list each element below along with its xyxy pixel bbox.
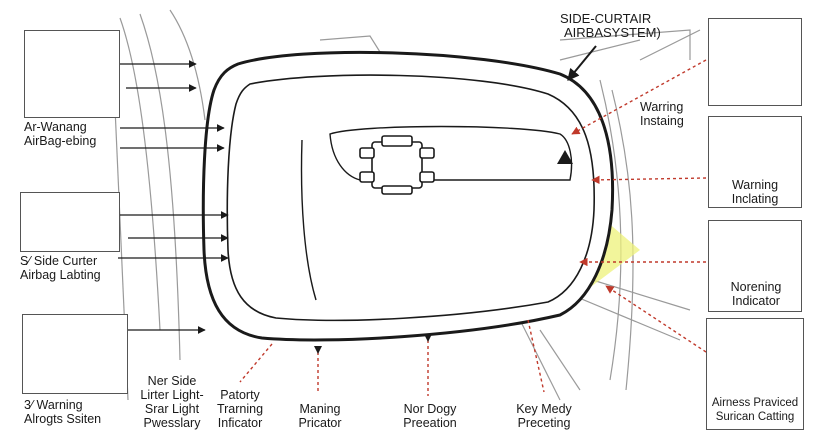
label-line: Norening	[730, 280, 782, 294]
panel-right-2	[708, 116, 802, 208]
label-line: Preceting	[517, 416, 571, 430]
bottom-label-nor-dogy: Nor Dogy Preeation	[403, 402, 457, 430]
right-red-arrows	[571, 59, 707, 353]
airbag-inner-panel	[300, 139, 317, 301]
bottom-label-side-lirter: Ner Side Lirter Light- Srar Light Pwessl…	[140, 374, 203, 430]
label-line: Indicator	[732, 294, 780, 308]
label-line: Patorty	[220, 388, 260, 402]
label-line: Warring	[640, 100, 684, 114]
bottom-label-patorty: Patorty Trarning Inficator	[217, 388, 263, 430]
bottom-label-key-medy: Key Medy Preceting	[516, 402, 572, 430]
right-label-airness-praviced: Airness Praviced Surican Catting	[706, 396, 804, 424]
label-line: Airbag Labting	[20, 268, 101, 282]
label-line: Ar-Wanang	[24, 120, 87, 134]
label-line: Maning	[299, 402, 341, 416]
label-line: Surican Catting	[715, 411, 795, 423]
right-label-warning-inclating: Warning Inclating	[722, 178, 788, 206]
panel-right-3	[708, 220, 802, 312]
left-label-side-curtain: S⁄ Side Curter Airbag Labting	[20, 254, 101, 282]
panel-right-4	[706, 318, 804, 430]
label-line: Warning	[731, 178, 779, 192]
title-line-2: AIRBASYSTEM)	[564, 25, 661, 40]
panel-left-middle	[20, 192, 120, 252]
right-label-warning-instaing: Warring Instaing	[640, 100, 684, 128]
panel-right-1	[708, 18, 802, 106]
left-label-warning-system: 3⁄ Warning Alrogts Ssiten	[24, 398, 101, 426]
label-line: Srar Light	[144, 402, 200, 416]
label-line: Pwesslary	[143, 416, 201, 430]
left-arrows	[118, 60, 229, 334]
title-arrow	[567, 45, 597, 81]
bottom-tick-marks	[314, 334, 432, 354]
airbag-tray	[329, 125, 573, 181]
diagram-title: SIDE-CURTAIR AIRBASYSTEM)	[560, 12, 661, 40]
panel-left-bottom	[22, 314, 128, 394]
label-line: Key Medy	[516, 402, 572, 416]
right-label-norening-indicator: Norening Indicator	[718, 280, 794, 308]
warning-triangle-icon	[557, 150, 573, 164]
label-line: AirBag-ebing	[24, 134, 97, 148]
bottom-label-maning: Maning Pricator	[298, 402, 341, 430]
label-line: Inclating	[731, 192, 779, 206]
left-label-airbag-warning: Ar-Wanang AirBag-ebing	[24, 120, 96, 148]
label-line: Pricator	[298, 416, 342, 430]
mount-bracket	[359, 135, 435, 195]
label-line: Nor Dogy	[403, 402, 457, 416]
airbag-outer-shell	[201, 50, 615, 342]
label-line: Inficator	[217, 416, 263, 430]
airbag-inner-shell	[226, 74, 596, 322]
label-line: Instaing	[640, 114, 684, 128]
label-line: Preeation	[403, 416, 457, 430]
label-line: Trarning	[216, 402, 264, 416]
label-line: S⁄ Side Curter	[20, 254, 98, 268]
label-line: Lirter Light-	[140, 388, 204, 402]
label-line: 3⁄ Warning	[24, 398, 83, 412]
panel-left-top	[24, 30, 120, 118]
label-line: Airness Praviced	[711, 397, 799, 409]
title-line-1: SIDE-CURTAIR	[560, 11, 652, 26]
label-line: Alrogts Ssiten	[24, 412, 102, 426]
label-line: Ner Side	[147, 374, 197, 388]
